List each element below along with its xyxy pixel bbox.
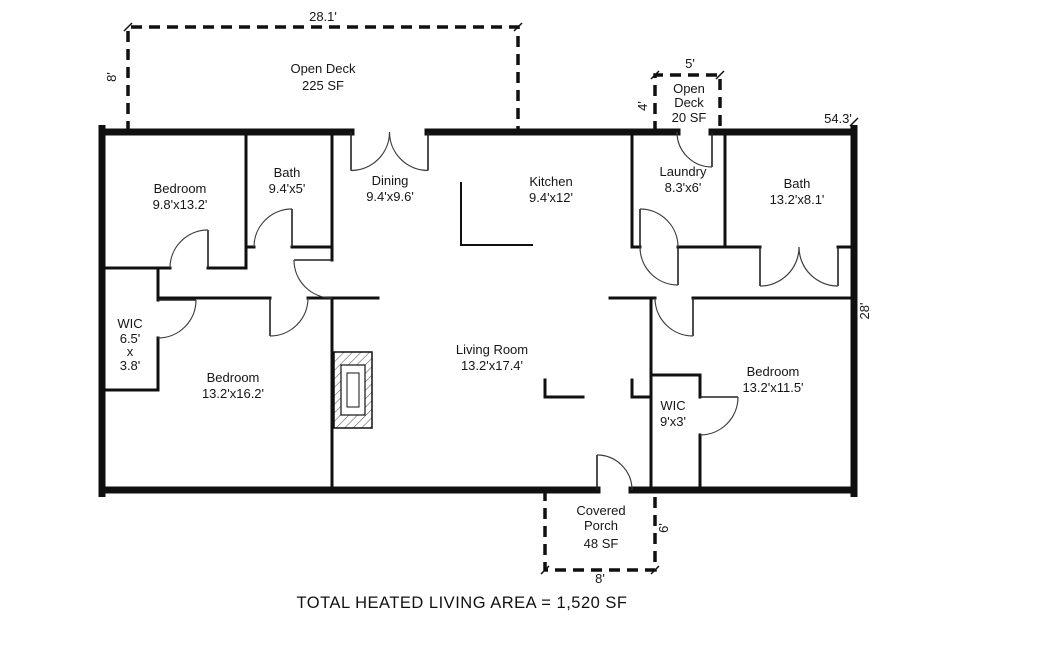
dim-deck-small-depth: 4'	[635, 101, 650, 111]
room-size-bedroom-right: 13.2'x11.5'	[742, 380, 803, 395]
room-size-bedroom-bottom-left: 13.2'x16.2'	[202, 386, 264, 401]
room-size-living-room: 13.2'x17.4'	[461, 358, 523, 373]
dimension-ticks	[123, 22, 859, 575]
room-size-bedroom-top-left: 9.8'x13.2'	[153, 197, 208, 212]
room-size-dining: 9.4'x9.6'	[366, 189, 414, 204]
dim-deck-large-depth: 8'	[104, 72, 119, 82]
room-size-bath-right: 13.2'x8.1'	[770, 192, 825, 207]
exterior-walls	[98, 125, 858, 497]
room-label-kitchen: Kitchen	[529, 174, 572, 189]
room-label-living-room: Living Room	[456, 342, 528, 357]
door-swing-arcs	[157, 131, 839, 491]
room-size-wic-left-line3: 3.8'	[120, 358, 141, 373]
deck-small-label-line1: Open	[673, 81, 705, 96]
porch-label-line2: Porch	[584, 518, 618, 533]
room-label-wic-right: WIC	[660, 398, 685, 413]
room-label-bath-right: Bath	[784, 176, 811, 191]
dim-overall-depth: 28'	[857, 303, 872, 320]
open-deck-small-outline	[653, 73, 722, 132]
room-size-wic-right: 9'x3'	[660, 414, 686, 429]
dim-deck-large-width: 28.1'	[309, 9, 337, 24]
room-label-wic-left: WIC	[117, 316, 142, 331]
room-size-wic-left-line2: x	[127, 344, 134, 359]
total-area-title: TOTAL HEATED LIVING AREA = 1,520 SF	[297, 594, 628, 612]
room-label-bath-top-left: Bath	[274, 165, 301, 180]
deck-small-label-line2: Deck	[674, 95, 704, 110]
dim-porch-width: 8'	[595, 571, 605, 586]
fireplace	[333, 351, 373, 429]
interior-walls	[100, 130, 856, 492]
room-size-kitchen: 9.4'x12'	[529, 190, 573, 205]
door-leaves	[158, 132, 839, 490]
room-label-bedroom-top-left: Bedroom	[154, 181, 207, 196]
deck-large-area: 225 SF	[302, 78, 344, 93]
dim-overall-width: 54.3'	[824, 111, 852, 126]
deck-small-area: 20 SF	[672, 110, 707, 125]
covered-porch-outline	[543, 490, 657, 572]
dim-porch-depth: 6'	[656, 523, 671, 533]
room-label-bedroom-bottom-left: Bedroom	[207, 370, 260, 385]
room-label-laundry: Laundry	[660, 164, 707, 179]
open-deck-large-outline	[126, 25, 520, 132]
porch-area: 48 SF	[584, 536, 619, 551]
room-size-laundry: 8.3'x6'	[665, 180, 702, 195]
room-size-bath-top-left: 9.4'x5'	[269, 181, 306, 196]
room-label-dining: Dining	[372, 173, 409, 188]
kitchen-counter	[460, 182, 533, 246]
deck-large-label: Open Deck	[290, 61, 356, 76]
dim-deck-small-width: 5'	[685, 56, 695, 71]
room-size-wic-left-line1: 6.5'	[120, 331, 141, 346]
room-label-bedroom-right: Bedroom	[747, 364, 800, 379]
porch-label-line1: Covered	[576, 503, 625, 518]
